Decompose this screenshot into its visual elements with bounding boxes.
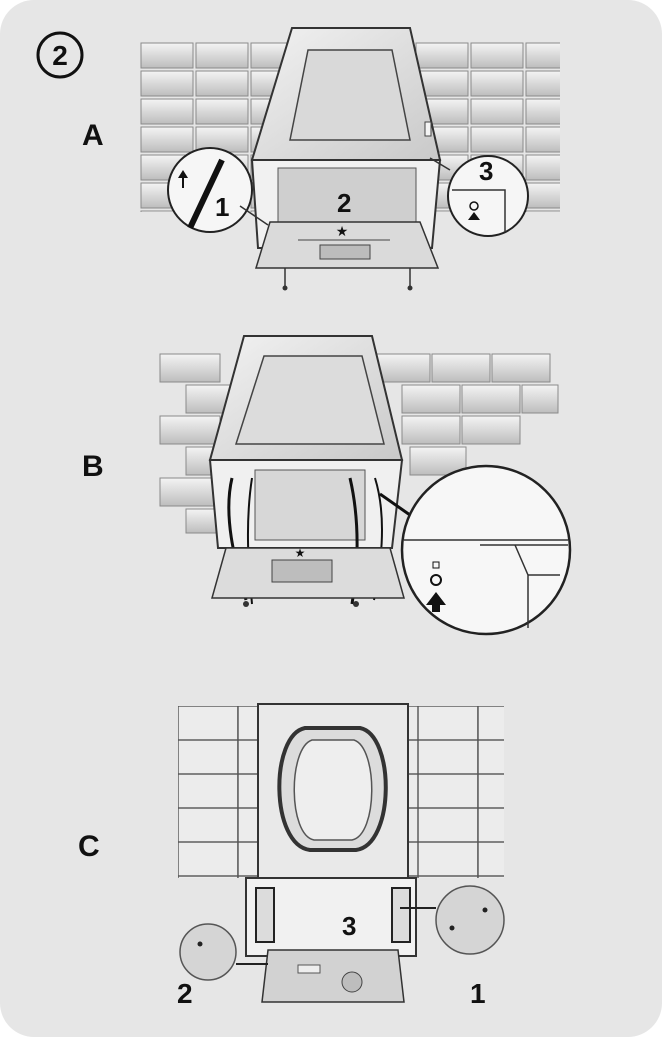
callout-c-3: 3 xyxy=(342,911,356,941)
appliance-lid-b xyxy=(234,355,385,445)
svg-text:★: ★ xyxy=(295,546,306,560)
step-circle-icon xyxy=(36,31,84,79)
callout-a-2: 2 xyxy=(337,188,351,218)
step-number: 2 xyxy=(52,40,68,71)
callout-a-1: 1 xyxy=(215,192,229,222)
panel-c-illustration: C 3 2 1 xyxy=(78,703,505,1009)
panel-b-illustration: ★ B xyxy=(82,335,572,636)
detail-circle-b xyxy=(400,464,572,636)
svg-text:★: ★ xyxy=(336,223,349,239)
panel-label-b: B xyxy=(82,450,104,483)
arrow-up-icon xyxy=(426,592,446,612)
detail-circle-c-right xyxy=(435,885,505,955)
detail-circle-a-right xyxy=(447,155,529,237)
panel-a-illustration: ★ A 1 2 3 xyxy=(82,27,560,291)
mounting-hole-icon xyxy=(430,574,442,586)
base-plate-c xyxy=(261,949,405,1003)
callout-c-1: 1 xyxy=(470,978,486,1009)
callout-a-3: 3 xyxy=(479,156,493,186)
panel-label-c: C xyxy=(78,830,100,863)
callout-c-2: 2 xyxy=(177,978,193,1009)
appliance-opening-a xyxy=(277,167,417,223)
detail-circle-c-left xyxy=(179,923,237,981)
appliance-lid-a xyxy=(289,49,411,141)
step-badge: 2 xyxy=(36,31,84,79)
panel-label-a: A xyxy=(82,119,104,152)
